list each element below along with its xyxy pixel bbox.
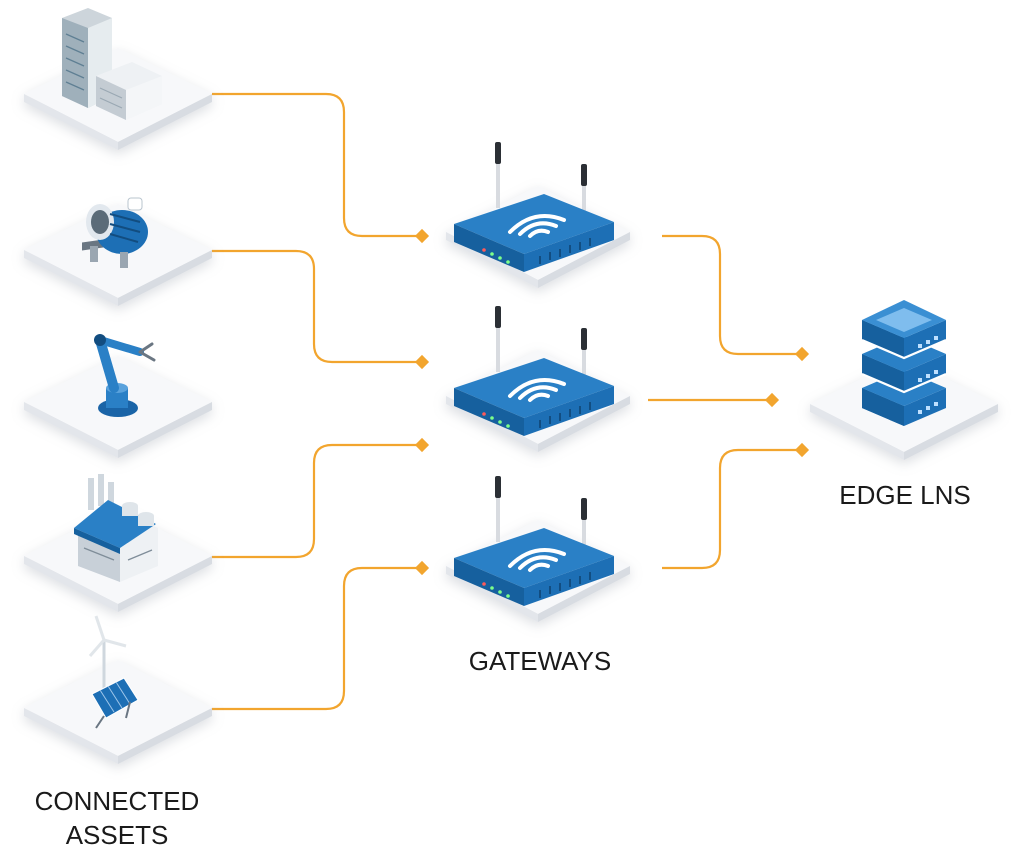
gateways-label: GATEWAYS (468, 646, 612, 676)
factory-icon (74, 474, 158, 582)
gateway-3 (446, 474, 630, 622)
edge-server (810, 300, 998, 460)
link-motor-gateway2-endpoint (414, 354, 430, 370)
link-energy-gateway3-endpoint (414, 560, 430, 576)
gateway-1 (446, 140, 630, 288)
server-stack-icon (861, 300, 947, 426)
link-office-gateway1-endpoint (414, 228, 430, 244)
link-gateway3-edge (662, 448, 802, 570)
office-building-icon (62, 8, 162, 120)
link-factory-gateway2-endpoint (414, 437, 430, 453)
solar-wind-icon (88, 615, 139, 729)
gateway-2 (446, 304, 630, 452)
link-gateway1-edge (662, 234, 802, 356)
link-gateway3-edge-endpoint (794, 442, 810, 458)
platform-energy (24, 660, 212, 764)
connected-assets-line1: CONNECTED (34, 786, 200, 816)
link-factory-gateway2 (212, 443, 422, 559)
edge-lns-label: EDGE LNS (839, 480, 971, 510)
link-office-gateway1 (212, 92, 422, 238)
link-motor-gateway2 (212, 249, 422, 364)
link-gateway2-edge-endpoint (764, 392, 780, 408)
motor-pump-icon (82, 197, 148, 268)
link-gateway1-edge-endpoint (794, 346, 810, 362)
link-energy-gateway3 (212, 566, 422, 711)
robot-arm-icon (94, 334, 156, 417)
connected-assets-line2: ASSETS (65, 820, 169, 850)
connected-assets-label: CONNECTED ASSETS (0, 784, 234, 852)
